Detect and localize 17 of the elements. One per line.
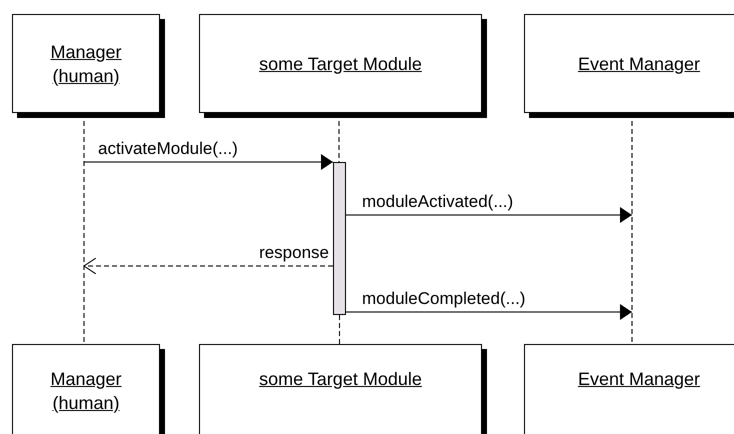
message-arrow xyxy=(346,207,632,223)
participant-name: Manager (human) xyxy=(49,368,123,415)
message-arrow xyxy=(84,154,334,170)
message-arrow xyxy=(346,304,632,320)
participant-box xyxy=(524,344,734,434)
participant-name: Manager (human) xyxy=(49,40,123,88)
participant-name: Event Manager xyxy=(578,368,700,391)
lifeline xyxy=(339,314,340,344)
participant-name: some Target Module xyxy=(259,368,422,391)
participant-name: some Target Module xyxy=(259,52,422,76)
edge-label: response xyxy=(259,242,329,264)
message-arrow xyxy=(84,258,334,274)
participant-name: Event Manager xyxy=(578,52,700,76)
edge-label: activateModule(...) xyxy=(98,138,238,160)
edge-label: moduleCompleted(...) xyxy=(362,288,526,310)
activation-bar xyxy=(333,162,346,315)
edge-label: moduleActivated(...) xyxy=(362,191,514,213)
